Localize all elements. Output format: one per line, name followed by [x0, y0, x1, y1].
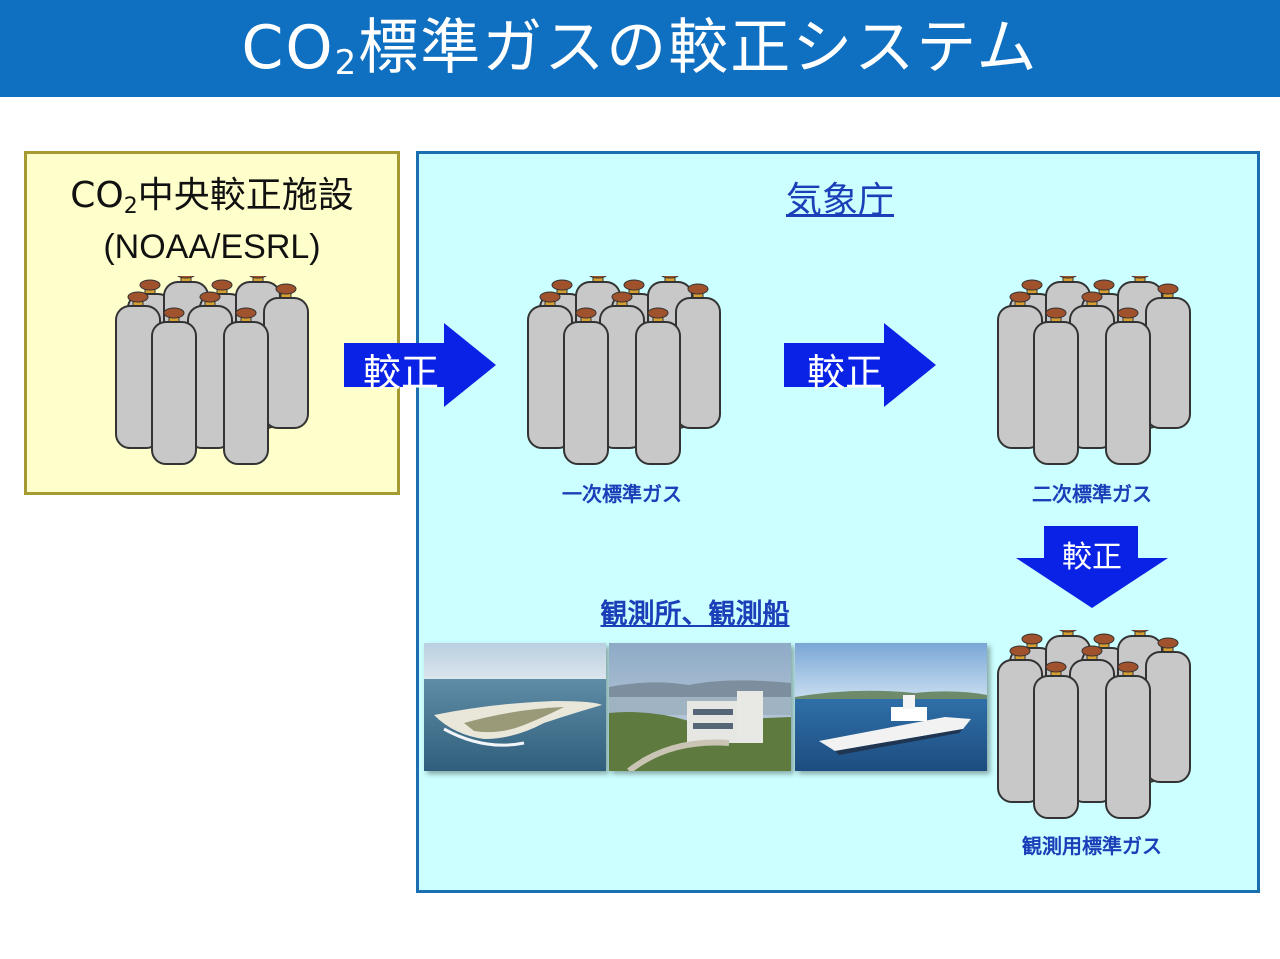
gas-cylinder [151, 307, 197, 465]
gas-cylinder [675, 283, 721, 429]
primary-gas-label: 一次標準ガス [562, 482, 682, 506]
gas-cylinder [599, 291, 645, 449]
header-bar [0, 0, 1280, 97]
calibration-label-2: 較正 [806, 351, 883, 395]
gas-cylinder [1033, 307, 1079, 465]
gas-cylinder [635, 307, 681, 465]
jma-title: 気象庁 [785, 180, 894, 221]
gas-cylinder [1105, 307, 1151, 465]
gas-cylinder [1145, 283, 1191, 429]
secondary-standard-cylinders [997, 276, 1191, 465]
working-gas-label: 観測用標準ガス [1022, 834, 1162, 858]
gas-cylinder [1033, 661, 1079, 819]
research-ship-photo [795, 643, 987, 771]
primary-standard-cylinders [527, 276, 721, 465]
page-title: CO2標準ガスの較正システム [241, 13, 1039, 83]
central-standard-cylinders [115, 276, 309, 465]
observation-title: 観測所、観測船 [600, 599, 790, 630]
calibration-arrow-1 [344, 323, 496, 407]
observatory-photo [609, 643, 791, 771]
central-facility-name: CO2中央較正施設 [70, 175, 354, 219]
calibration-label-1: 較正 [362, 351, 439, 395]
secondary-gas-label: 二次標準ガス [1032, 482, 1152, 506]
gas-cylinder [563, 307, 609, 465]
gas-cylinder [187, 291, 233, 449]
working-standard-cylinders [997, 630, 1191, 819]
calibration-label-3: 較正 [1062, 540, 1122, 575]
calibration-arrow-3 [1016, 526, 1168, 608]
gas-cylinder [223, 307, 269, 465]
island-aerial-photo [424, 643, 606, 771]
calibration-arrow-2 [784, 323, 936, 407]
gas-cylinder [1145, 637, 1191, 783]
gas-cylinder [1105, 661, 1151, 819]
central-facility-abbr: (NOAA/ESRL) [103, 228, 321, 266]
gas-cylinder [263, 283, 309, 429]
